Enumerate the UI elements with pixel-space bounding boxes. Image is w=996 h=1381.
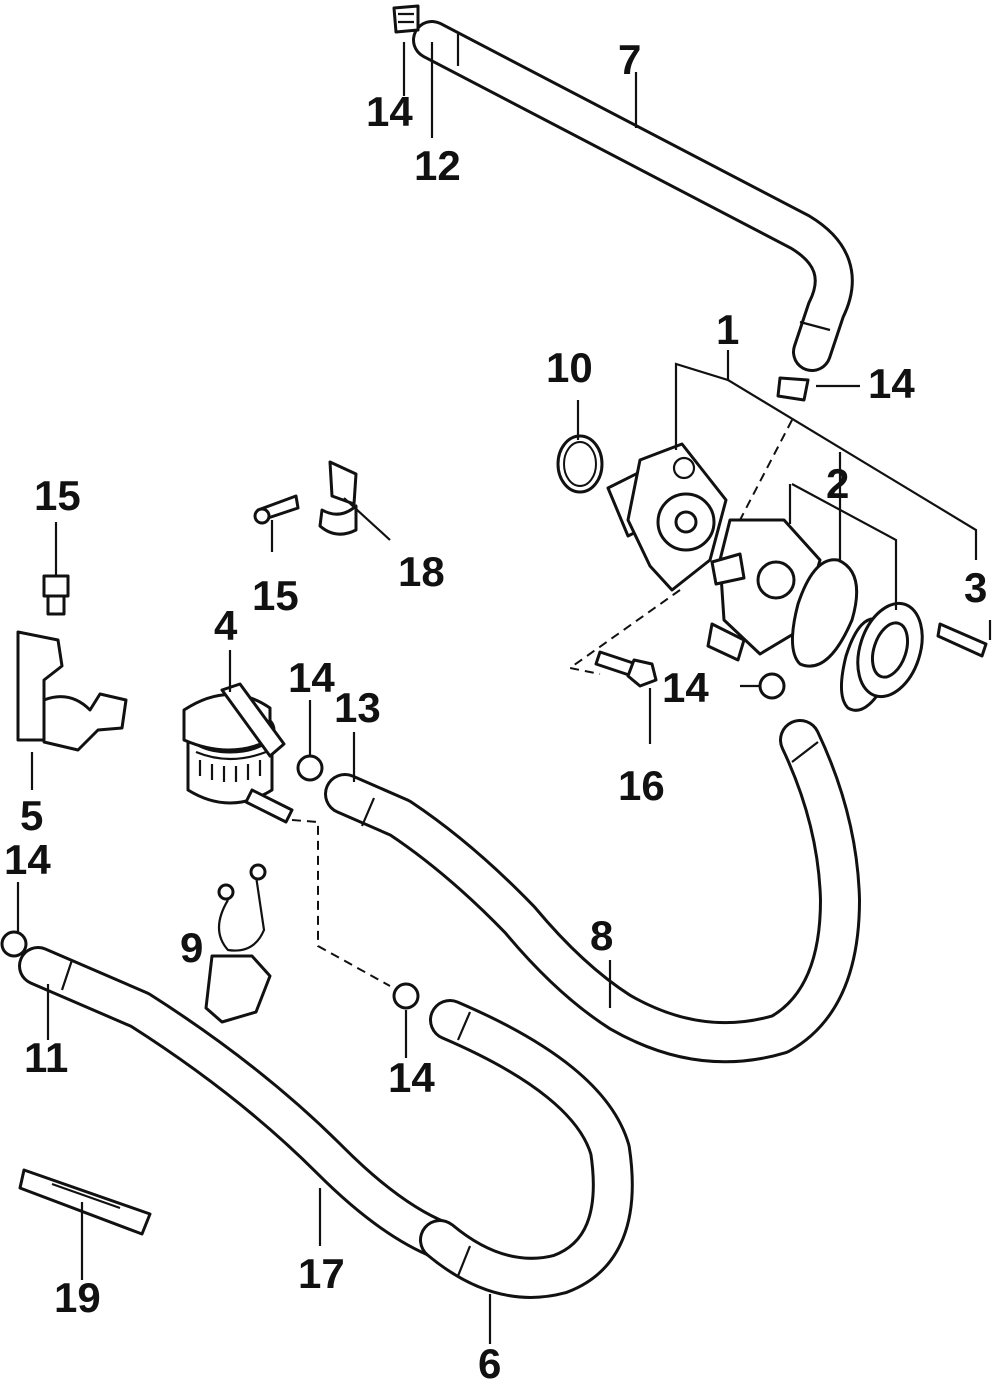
band-19: [18, 1168, 152, 1236]
callout-14-left: 14: [4, 836, 51, 883]
callout-10: 10: [546, 344, 593, 391]
hose-6: [419, 999, 634, 1299]
callout-6: 6: [478, 1340, 501, 1381]
bracket-5: [16, 630, 128, 752]
callout-12: 12: [414, 142, 461, 189]
hose-clamp-filter: [296, 754, 324, 782]
hose-clamp-pump-top: [776, 376, 810, 402]
callout-8: 8: [590, 912, 613, 959]
callout-15-left: 15: [34, 472, 81, 519]
callout-5: 5: [20, 792, 43, 839]
hose-clamp-left: [0, 930, 28, 958]
hose-clamp-middle: [392, 982, 420, 1010]
hose-clamp-top: [392, 4, 420, 34]
callout-15-center: 15: [252, 572, 299, 619]
callout-14-middle: 14: [388, 1054, 435, 1101]
callout-4: 4: [214, 602, 238, 649]
hose-8: [324, 719, 861, 1064]
bolt-15-upper: [253, 494, 300, 525]
callout-1: 1: [716, 306, 739, 353]
callout-7: 7: [618, 36, 641, 83]
callout-19: 19: [54, 1274, 101, 1321]
callout-14-pump-bottom: 14: [662, 664, 709, 711]
callout-16: 16: [618, 762, 665, 809]
hose-17: [18, 946, 460, 1260]
o-ring-10: [556, 434, 604, 494]
bolt-15-lower: [42, 574, 70, 616]
bolt-16: [594, 650, 658, 688]
clip-9: [204, 863, 272, 1024]
hose-clamp-pump-bottom: [758, 672, 786, 700]
callout-9: 9: [180, 924, 203, 971]
callout-13: 13: [334, 684, 381, 731]
callout-14-pump-top: 14: [868, 360, 915, 407]
callout-14-filter: 14: [288, 654, 335, 701]
callout-2: 2: [826, 460, 849, 507]
callout-18: 18: [398, 548, 445, 595]
callout-11: 11: [24, 1034, 68, 1081]
callout-3: 3: [964, 564, 987, 611]
callout-14-top: 14: [366, 88, 413, 135]
bracket-18: [318, 460, 358, 536]
dashed-guides: [291, 419, 793, 987]
hose-7: [412, 20, 854, 372]
leader-lines: [16, 42, 992, 1344]
callout-17: 17: [298, 1250, 345, 1297]
callout-labels: 7 14 12 1 10 14 2 15 18 3 15 4 14 14 13 …: [4, 36, 987, 1381]
fuel-filter: [182, 682, 294, 824]
fuel-pump-assembly: [606, 442, 988, 712]
